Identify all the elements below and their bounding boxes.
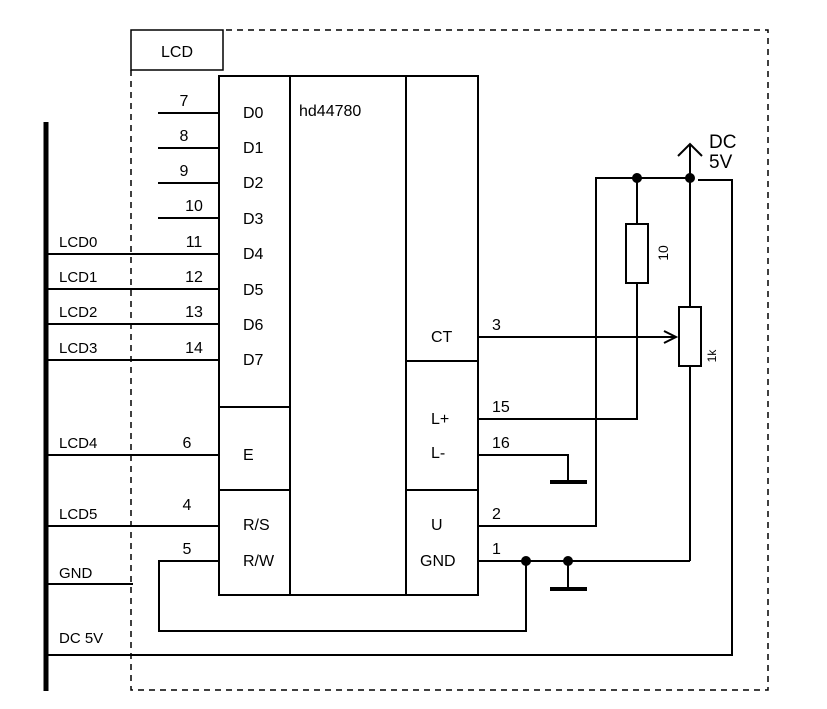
pin-label-d4: D4 — [243, 246, 264, 263]
module-label-box — [130, 29, 224, 71]
bus-label-lcd0: LCD0 — [59, 234, 97, 251]
pin-label-d5: D5 — [243, 282, 264, 299]
pin-num-gnd: 1 — [492, 541, 501, 558]
pin-label-lminus: L- — [431, 445, 445, 462]
pin-num-ct: 3 — [492, 317, 501, 334]
pin-label-d1: D1 — [243, 140, 264, 157]
wire-lplus — [478, 283, 638, 420]
pin-num-d5: 12 — [185, 269, 203, 286]
bus-label-lcd5: LCD5 — [59, 506, 97, 523]
wire-dc5v-bus — [48, 179, 733, 656]
pin-label-d6: D6 — [243, 317, 264, 334]
pin-num-d7: 14 — [185, 340, 203, 357]
pin-num-e: 6 — [183, 435, 192, 452]
bus-label-dc5v: DC 5V — [59, 630, 103, 647]
pin-num-d1: 8 — [180, 128, 189, 145]
pin-num-rw: 5 — [183, 541, 192, 558]
pin-label-rs: R/S — [243, 517, 270, 534]
pin-label-ct: CT — [431, 329, 453, 346]
bus-label-gnd: GND — [59, 565, 93, 582]
wire-rw-ground-loop — [158, 560, 527, 632]
pin-label-u: U — [431, 517, 443, 534]
resistor-label: 10 — [655, 245, 671, 261]
pot-label: 1k — [705, 349, 719, 363]
pin-label-d2: D2 — [243, 175, 264, 192]
potentiometer-1k — [678, 306, 702, 367]
pin-num-d3: 10 — [185, 198, 203, 215]
hd44780-chip: hd44780 — [218, 75, 479, 596]
pin-label-d7: D7 — [243, 352, 264, 369]
chip-outline — [218, 75, 479, 596]
bus-label-lcd4: LCD4 — [59, 435, 97, 452]
pin-label-e: E — [243, 447, 254, 464]
bus-label-lcd1: LCD1 — [59, 269, 97, 286]
pin-num-d4: 11 — [186, 234, 203, 251]
module-boundary — [130, 29, 769, 691]
pot-wiper-arrow — [663, 330, 679, 344]
wire-lminus — [478, 454, 569, 482]
pin-num-u: 2 — [492, 506, 501, 523]
supply-label-5v: 5V — [709, 152, 733, 173]
pin-label-lplus: L+ — [431, 411, 449, 428]
junction-dot — [632, 173, 642, 183]
pin-label-gnd: GND — [420, 553, 456, 570]
junction-dot — [521, 556, 531, 566]
chip-name: hd44780 — [299, 103, 361, 120]
pin-num-d6: 13 — [185, 304, 203, 321]
bus-label-lcd3: LCD3 — [59, 340, 97, 357]
supply-label-dc: DC — [709, 132, 736, 153]
wire-u-supply — [478, 177, 690, 527]
pin-num-lplus: 15 — [492, 399, 510, 416]
bus-label-lcd2: LCD2 — [59, 304, 97, 321]
pin-num-d0: 7 — [180, 93, 189, 110]
pin-num-rs: 4 — [183, 497, 192, 514]
junction-dot — [685, 173, 695, 183]
pin-num-lminus: 16 — [492, 435, 510, 452]
junction-dot — [563, 556, 573, 566]
pin-label-d0: D0 — [243, 105, 264, 122]
module-label: LCD — [161, 44, 193, 61]
resistor-10 — [625, 223, 649, 284]
pin-num-d2: 9 — [180, 163, 189, 180]
supply-arrow-icon — [677, 142, 703, 157]
pin-label-d3: D3 — [243, 211, 264, 228]
pin-label-rw: R/W — [243, 553, 275, 570]
